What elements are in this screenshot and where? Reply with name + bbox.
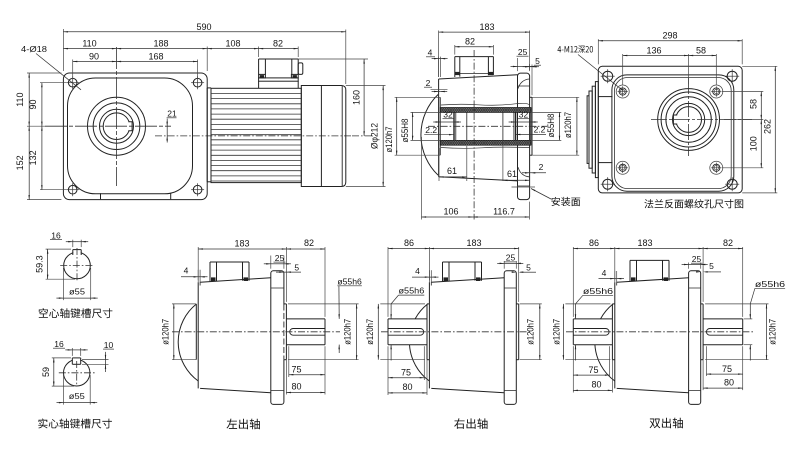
svg-text:4: 4 [415,266,420,276]
svg-text:590: 590 [196,22,211,32]
svg-text:58: 58 [696,46,706,56]
svg-text:136: 136 [646,46,661,56]
svg-text:59.3: 59.3 [35,255,45,273]
svg-text:86: 86 [404,238,414,248]
svg-text:82: 82 [465,36,475,46]
svg-text:4-Ø18: 4-Ø18 [21,44,47,54]
svg-text:32: 32 [519,110,529,120]
svg-text:16: 16 [51,230,61,240]
svg-text:25: 25 [692,254,702,264]
svg-text:168: 168 [148,52,163,62]
svg-text:4: 4 [184,265,189,275]
svg-text:2: 2 [426,78,431,88]
svg-text:5: 5 [294,262,299,272]
svg-text:25: 25 [506,253,516,263]
svg-text:58: 58 [749,99,759,109]
svg-text:10: 10 [104,340,114,350]
svg-text:183: 183 [234,239,249,249]
svg-text:183: 183 [479,22,494,32]
svg-text:ø55H8: ø55H8 [546,114,556,138]
svg-text:ø55h6: ø55h6 [583,286,614,296]
svg-text:75: 75 [588,365,598,375]
svg-text:183: 183 [466,238,481,248]
svg-text:183: 183 [637,238,652,248]
svg-text:262: 262 [763,119,773,134]
svg-text:5: 5 [526,263,531,273]
svg-text:ø55: ø55 [69,391,85,401]
svg-text:ø120h7: ø120h7 [526,319,536,345]
svg-text:ø120h7: ø120h7 [342,319,352,345]
svg-text:110: 110 [82,39,96,49]
svg-text:ø55: ø55 [69,287,85,297]
svg-text:Øφ212: Øφ212 [370,123,380,149]
svg-text:2.2: 2.2 [425,125,437,135]
svg-text:80: 80 [724,377,734,387]
svg-text:32: 32 [443,110,453,120]
svg-text:ø120h7: ø120h7 [384,127,394,153]
svg-text:108: 108 [225,39,240,49]
svg-text:2.2: 2.2 [534,124,546,134]
svg-text:2: 2 [539,162,544,172]
svg-text:188: 188 [153,39,168,49]
svg-text:75: 75 [722,364,732,374]
svg-text:106: 106 [443,207,458,217]
svg-text:90: 90 [89,52,99,62]
svg-text:132: 132 [28,150,38,165]
svg-text:5: 5 [535,56,540,66]
svg-text:61: 61 [507,169,517,179]
svg-text:59: 59 [41,367,51,377]
svg-text:61: 61 [447,166,457,176]
svg-text:75: 75 [291,364,301,374]
svg-text:116.7: 116.7 [493,207,515,217]
svg-text:ø120h7: ø120h7 [563,112,573,138]
svg-text:5: 5 [709,261,714,271]
svg-text:ø55h6: ø55h6 [337,276,362,286]
svg-text:90: 90 [28,99,38,109]
svg-text:16: 16 [54,339,64,349]
svg-text:ø120h7: ø120h7 [552,319,562,345]
svg-text:100: 100 [749,136,759,151]
svg-text:298: 298 [662,31,677,41]
svg-text:ø120h7: ø120h7 [365,319,375,345]
svg-text:ø55h6: ø55h6 [399,286,425,296]
svg-text:25: 25 [518,47,528,57]
svg-text:110: 110 [15,92,25,106]
svg-text:82: 82 [273,39,283,49]
svg-text:ø55h6: ø55h6 [755,279,786,289]
svg-text:ø55H8: ø55H8 [400,119,410,143]
svg-text:80: 80 [291,381,301,391]
svg-text:160: 160 [352,90,362,105]
svg-text:152: 152 [15,155,25,170]
svg-text:82: 82 [723,238,733,248]
svg-text:25: 25 [275,253,285,263]
svg-text:80: 80 [591,379,601,389]
svg-text:ø120h7: ø120h7 [768,319,778,345]
svg-text:4: 4 [602,268,607,278]
svg-text:21: 21 [167,109,177,119]
svg-text:86: 86 [589,238,599,248]
svg-text:ø120h7: ø120h7 [161,319,171,345]
svg-text:75: 75 [401,367,411,377]
svg-text:4: 4 [428,48,433,58]
svg-text:80: 80 [402,382,412,392]
svg-text:82: 82 [304,238,314,248]
